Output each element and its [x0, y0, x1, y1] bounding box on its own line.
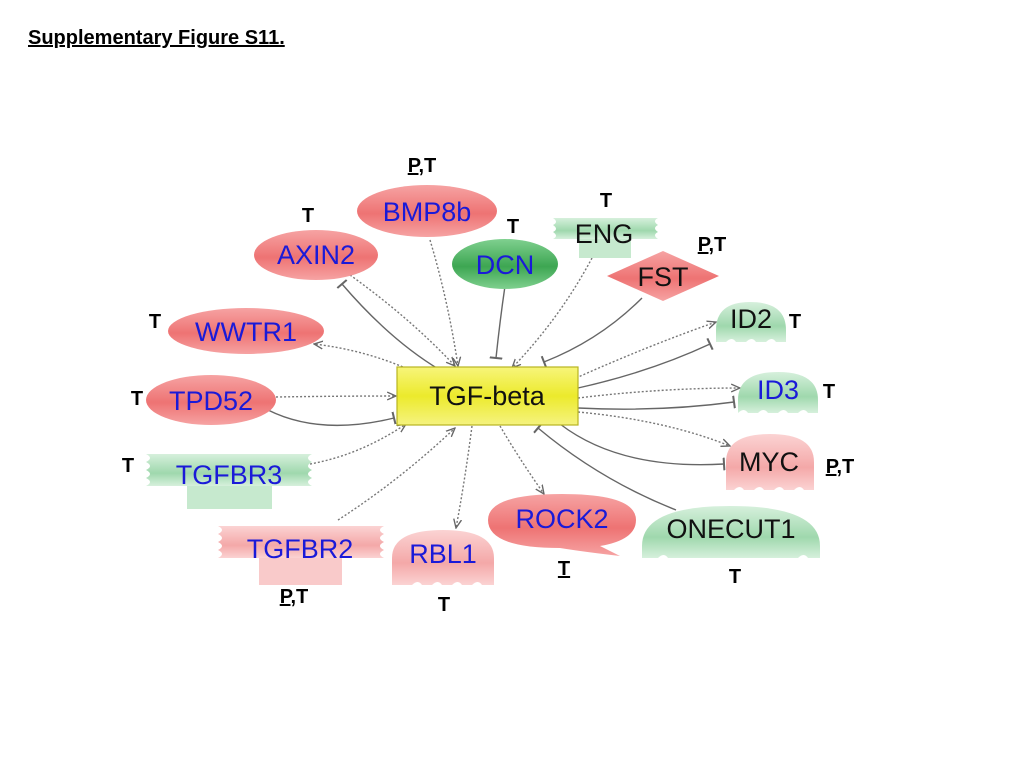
edge-tgfbr3-tgfbeta: [309, 424, 406, 465]
node-label: BMP8b: [383, 197, 472, 227]
node-axin2: AXIN2: [254, 230, 378, 280]
edge-tgfbeta-inhibits-axin2: [336, 279, 441, 371]
annotation-t: T: [131, 388, 143, 410]
annotation-t: T: [789, 311, 801, 333]
node-onecut1: ONECUT1: [642, 506, 820, 558]
annotation-t: T: [823, 381, 835, 403]
annotation-myc: P,T: [826, 456, 855, 478]
annotation-onecut1: T: [729, 566, 741, 588]
annotation-rock2: T: [558, 558, 570, 580]
node-label: ONECUT1: [666, 514, 795, 544]
annotation-axin2: T: [302, 205, 314, 227]
node-id3: ID3: [738, 372, 818, 413]
node-label: MYC: [739, 447, 799, 477]
node-label: FST: [638, 262, 689, 292]
edge-tgfbeta-rock2: [499, 425, 544, 494]
annotation-id2: T: [789, 311, 801, 333]
node-label: TGFBR3: [176, 460, 283, 490]
node-label: TGFBR2: [247, 534, 354, 564]
annotation-p: P: [280, 586, 293, 608]
annotation-p: P: [408, 155, 421, 177]
node-label: TGF-beta: [429, 381, 546, 411]
annotation-dcn: T: [507, 216, 519, 238]
node-id2: ID2: [716, 302, 786, 342]
annotation-p: P: [698, 234, 711, 256]
annotation-fst: P,T: [698, 234, 727, 256]
edge-tgfbeta-inhibits-id3: [577, 395, 736, 410]
edge-tpd52-inhibits-tgfbeta: [267, 409, 397, 427]
annotation-p: P: [826, 456, 839, 478]
edge-onecut1-inhibits-tgfbeta: [533, 422, 677, 511]
annotation-tgfbr3: T: [122, 455, 134, 477]
edge-tgfbeta-id3: [577, 388, 740, 399]
annotation-t: T: [600, 190, 612, 212]
node-rock2: ROCK2: [488, 494, 636, 556]
node-label: ENG: [575, 219, 634, 249]
node-rbl1: RBL1: [392, 530, 494, 585]
annotation-bmp8b: P,T: [408, 155, 437, 177]
annotation-t: T: [558, 558, 570, 580]
node-myc: MYC: [726, 434, 814, 490]
node-label: AXIN2: [277, 240, 355, 270]
edge-tgfbeta-inhibits-myc: [559, 423, 726, 471]
edge-eng-tgfbeta: [512, 257, 593, 368]
annotation-t: T: [302, 205, 314, 227]
annotation-wwtr1: T: [149, 311, 161, 333]
annotation-t: T: [714, 234, 726, 256]
edges: [267, 239, 740, 528]
edge-dcn-inhibits-tgfbeta: [489, 285, 506, 360]
annotation-sep: ,: [708, 234, 714, 256]
edge-fst-inhibits-tgfbeta: [540, 297, 643, 369]
edge-tgfbeta-myc: [577, 411, 730, 446]
annotations: P,T T T T P,T T T T T P,T T T T P,T T: [122, 155, 854, 616]
figure-title: Supplementary Figure S11.: [28, 27, 285, 49]
edge-tgfbeta-inhibits-id2: [577, 337, 714, 389]
node-tgf-beta: TGF-beta: [396, 366, 579, 426]
edge-tgfbeta-rbl1: [456, 425, 473, 528]
node-label: TPD52: [169, 386, 253, 416]
node-label: RBL1: [409, 539, 477, 569]
node-dcn: DCN: [452, 239, 558, 289]
annotation-t: T: [296, 586, 308, 608]
node-wwtr1: WWTR1: [168, 308, 324, 354]
node-tgfbr3: TGFBR3: [146, 454, 312, 509]
node-label: DCN: [476, 250, 535, 280]
annotation-t: T: [729, 566, 741, 588]
node-label: WWTR1: [195, 317, 297, 347]
annotation-tgfbr2: P,T: [280, 586, 309, 608]
edge-tgfbeta-wwtr1: [314, 344, 411, 371]
node-label: ID2: [730, 304, 772, 334]
node-fst: FST: [607, 251, 719, 301]
annotation-t: T: [122, 455, 134, 477]
node-bmp8b: BMP8b: [357, 185, 497, 237]
annotation-t: T: [842, 456, 854, 478]
annotation-sep: ,: [836, 456, 842, 478]
node-tpd52: TPD52: [146, 375, 276, 425]
annotation-t: T: [424, 155, 436, 177]
annotation-t: T: [507, 216, 519, 238]
annotation-t: T: [149, 311, 161, 333]
annotation-sep: ,: [418, 155, 424, 177]
node-label: ROCK2: [515, 504, 608, 534]
edge-axin2-tgfbeta: [349, 274, 455, 366]
annotation-eng: T: [600, 190, 612, 212]
node-eng: ENG: [553, 218, 658, 258]
annotation-sep: ,: [290, 586, 296, 608]
edge-tpd52-tgfbeta: [275, 396, 396, 397]
annotation-id3: T: [823, 381, 835, 403]
annotation-t: T: [438, 594, 450, 616]
annotation-tpd52: T: [131, 388, 143, 410]
node-tgfbr2: TGFBR2: [218, 526, 384, 585]
edge-tgfbr2-tgfbeta: [337, 428, 455, 521]
nodes: TGF-beta BMP8b AXIN2 DCN ENG FST: [146, 185, 820, 585]
annotation-rbl1: T: [438, 594, 450, 616]
node-label: ID3: [757, 375, 799, 405]
